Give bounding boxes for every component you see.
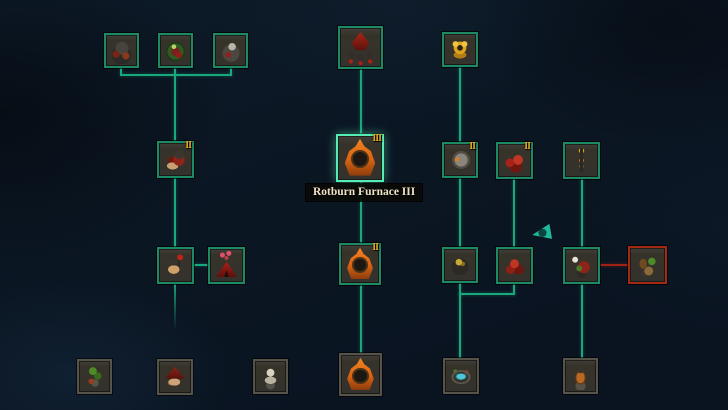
skill-node-scrap-heap[interactable] bbox=[104, 33, 139, 68]
connector bbox=[120, 74, 232, 76]
connector bbox=[581, 177, 583, 248]
skill-node-flesh-mound[interactable] bbox=[496, 247, 533, 284]
bomb-rig-icon bbox=[342, 30, 379, 65]
connector bbox=[459, 293, 515, 295]
tooltip: Rotburn Furnace III bbox=[306, 184, 423, 201]
skill-node-rotburn-furnace-1[interactable] bbox=[339, 353, 382, 396]
troll-icon bbox=[446, 251, 474, 279]
furnace-icon bbox=[340, 138, 380, 178]
skill-node-golden-idol[interactable] bbox=[442, 32, 478, 67]
rank-badge: II bbox=[469, 141, 476, 152]
connector bbox=[459, 177, 461, 248]
connector bbox=[459, 293, 461, 359]
skill-node-rotburn-furnace-2[interactable]: II bbox=[339, 242, 381, 285]
flesh-heap-icon bbox=[500, 146, 529, 175]
skill-node-clay-kiln[interactable] bbox=[563, 358, 598, 394]
connector bbox=[360, 180, 362, 244]
scrap-heap-icon bbox=[108, 37, 135, 64]
skill-node-ritual-basin[interactable] bbox=[443, 358, 479, 394]
heart-tent-icon bbox=[212, 251, 241, 280]
skill-node-sleeping-pig[interactable] bbox=[157, 359, 193, 395]
skill-node-bomb-rig[interactable] bbox=[338, 26, 383, 69]
skill-node-tusk-beast[interactable] bbox=[563, 247, 600, 284]
clay-kiln-icon bbox=[567, 362, 594, 390]
connector bbox=[459, 282, 461, 295]
golden-idol-icon bbox=[446, 36, 474, 63]
skill-node-rat-carcass[interactable] bbox=[213, 33, 248, 68]
carcass-icon bbox=[217, 37, 244, 64]
skill-node-dark-totem[interactable] bbox=[563, 142, 600, 179]
skill-node-supply-cache[interactable] bbox=[628, 246, 667, 284]
connector bbox=[120, 66, 122, 76]
pig-banner-icon bbox=[161, 251, 190, 280]
connector bbox=[230, 66, 232, 76]
connector bbox=[174, 282, 176, 330]
connector bbox=[192, 264, 210, 266]
connector-locked bbox=[599, 264, 629, 266]
skill-node-skull-kiln[interactable]: II bbox=[442, 141, 478, 178]
rank-badge: II bbox=[524, 141, 531, 152]
rank-badge: II bbox=[372, 242, 379, 253]
skill-node-pig-banner[interactable] bbox=[157, 247, 194, 284]
skill-node-flesh-heap[interactable]: II bbox=[496, 141, 533, 179]
furnace-icon bbox=[343, 357, 378, 392]
ritual-basin-icon bbox=[447, 362, 475, 390]
connector bbox=[581, 282, 583, 359]
totem-icon bbox=[567, 146, 596, 175]
tusk-beast-icon bbox=[567, 251, 596, 280]
skill-node-troll-mask[interactable] bbox=[442, 247, 478, 283]
connector bbox=[174, 66, 176, 142]
connector bbox=[513, 177, 515, 248]
skull-icon bbox=[446, 146, 474, 174]
wreath-icon bbox=[162, 37, 189, 64]
nav-arrow-left-icon bbox=[531, 223, 552, 242]
supply-cache-icon bbox=[632, 250, 663, 280]
skill-node-moss-wreath[interactable] bbox=[158, 33, 193, 68]
skill-node-butcher-block[interactable]: II bbox=[157, 140, 194, 178]
connector bbox=[174, 176, 176, 248]
skill-node-rotburn-furnace-3[interactable]: III bbox=[336, 133, 384, 182]
rank-badge: III bbox=[372, 133, 382, 144]
herb-icon bbox=[81, 363, 108, 390]
connector bbox=[360, 283, 362, 355]
rank-badge: II bbox=[185, 140, 192, 151]
flesh-mound-icon bbox=[500, 251, 529, 280]
connector bbox=[360, 67, 362, 135]
skill-node-bone-effigy[interactable] bbox=[253, 359, 288, 394]
connector bbox=[513, 282, 515, 295]
connector bbox=[459, 66, 461, 143]
skill-node-heart-tent[interactable] bbox=[208, 247, 245, 284]
butcher-icon bbox=[161, 145, 190, 174]
sleeping-pig-icon bbox=[161, 363, 189, 391]
skill-node-herb-bundle[interactable] bbox=[77, 359, 112, 394]
furnace-icon bbox=[343, 247, 377, 281]
bone-effigy-icon bbox=[257, 363, 284, 390]
